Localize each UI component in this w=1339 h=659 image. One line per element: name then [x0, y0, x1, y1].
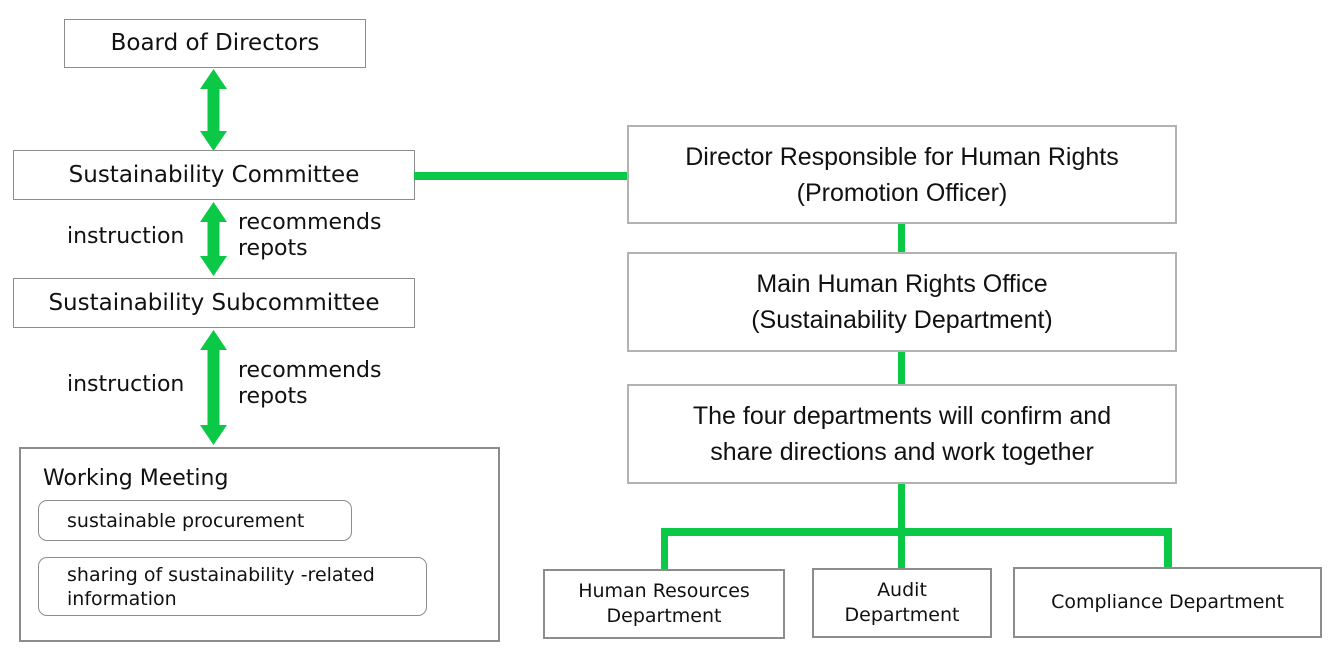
connector-director-mainoffice [898, 224, 905, 253]
director-human-rights-box: Director Responsible for Human Rights (P… [627, 125, 1177, 224]
bidirectional-arrow-icon [200, 69, 227, 151]
branch-drop-hr [661, 528, 668, 569]
board-of-directors-box: Board of Directors [64, 19, 366, 68]
working-meeting-item-information-sharing: sharing of sustainability -related infor… [38, 557, 427, 616]
human-resources-department-box: Human Resources Department [543, 569, 785, 639]
branch-horizontal-line [661, 528, 1172, 536]
recommends-reports-label: recommends repots [238, 210, 382, 261]
main-human-rights-office-box: Main Human Rights Office (Sustainability… [627, 252, 1177, 352]
bidirectional-arrow-icon [200, 202, 227, 276]
connector-mainoffice-coordination [898, 352, 905, 384]
four-departments-coordination-box: The four departments will confirm and sh… [627, 384, 1177, 484]
audit-department-box: Audit Department [812, 568, 992, 638]
bidirectional-arrow-icon [200, 330, 227, 445]
working-meeting-title: Working Meeting [43, 466, 229, 491]
compliance-department-box: Compliance Department [1013, 567, 1322, 638]
recommends-reports-label: recommends repots [238, 358, 382, 409]
branch-drop-compliance [1164, 528, 1172, 567]
working-meeting-item-sustainable-procurement: sustainable procurement [38, 500, 352, 541]
sustainability-subcommittee-box: Sustainability Subcommittee [13, 278, 415, 328]
connector-committee-director [414, 172, 627, 180]
sustainability-committee-box: Sustainability Committee [13, 150, 415, 200]
instruction-label: instruction [67, 372, 185, 397]
connector-coordination-audit [898, 484, 905, 568]
instruction-label: instruction [67, 224, 185, 249]
